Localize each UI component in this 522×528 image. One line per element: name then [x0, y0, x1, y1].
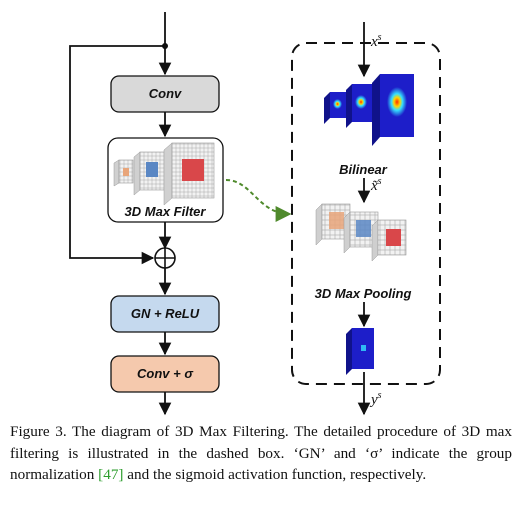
conv-sigma-block: Conv + σ [110, 355, 220, 393]
tilde-var-label: x̃s [370, 176, 382, 194]
conv-label: Conv [149, 86, 182, 101]
pooling-grids [315, 203, 407, 262]
max-filter-label: 3D Max Filter [125, 204, 207, 219]
heatmap-large [372, 74, 414, 146]
citation-close-bracket: ] [118, 466, 124, 483]
skip-connection [69, 45, 165, 265]
input-var-label: xs [370, 32, 382, 50]
bilinear-label: Bilinear [339, 162, 388, 177]
detail-connector-arrow [225, 179, 292, 222]
output-var-label: ys [369, 390, 382, 408]
heatmap-pyramid [324, 74, 414, 146]
max-filter-diagram: Conv 3D Max Filter [69, 12, 441, 416]
caption-text-start: Figure 3. The diagram of 3D Max Filterin… [10, 423, 512, 483]
caption-text-end: and the sigmoid activation function, res… [123, 466, 427, 483]
pooling-grid-red [371, 219, 407, 262]
citation-open-bracket: [ [98, 466, 104, 483]
gn-relu-label: GN + ReLU [131, 306, 200, 321]
figure-caption: Figure 3. The diagram of 3D Max Filterin… [10, 421, 512, 486]
heatmap-small [324, 92, 346, 124]
gn-relu-block: GN + ReLU [110, 295, 220, 333]
pooling-label: 3D Max Pooling [315, 286, 412, 301]
filter-grid-large [163, 142, 215, 206]
citation-link[interactable]: 47 [103, 466, 119, 483]
max-filter-block: 3D Max Filter [107, 137, 224, 223]
conv-block: Conv [110, 75, 220, 113]
filter-grid-medium [133, 151, 166, 196]
heatmap-medium [346, 84, 372, 128]
sum-node [154, 247, 176, 269]
detail-dashed-box [291, 42, 441, 385]
filter-grid-small [113, 159, 134, 187]
output-heatmap [346, 328, 374, 375]
conv-sigma-label: Conv + σ [137, 366, 194, 381]
